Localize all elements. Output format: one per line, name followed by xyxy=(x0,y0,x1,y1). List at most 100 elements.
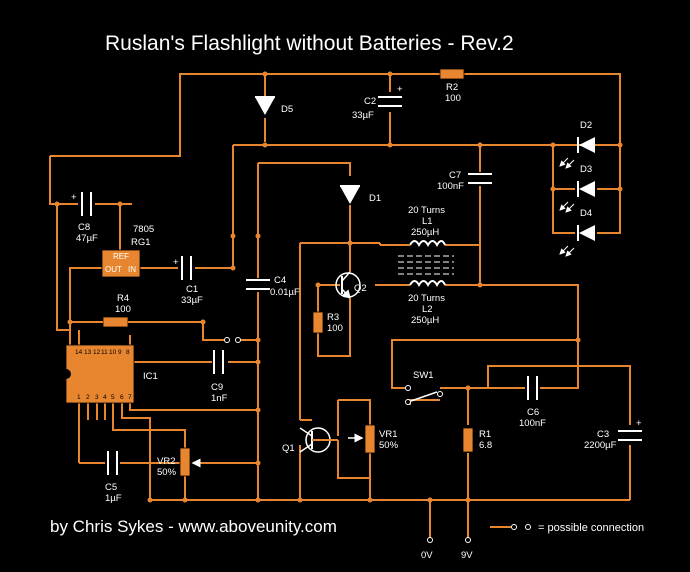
c6-value: 100nF xyxy=(519,418,546,429)
c3-polarity: + xyxy=(636,418,642,429)
svg-text:2: 2 xyxy=(86,394,90,401)
svg-text:4: 4 xyxy=(103,394,107,401)
c4-value: 0.01µF xyxy=(270,287,300,298)
c8-value: 47µF xyxy=(76,233,98,244)
resistor-r4: R4 100 xyxy=(85,293,145,328)
capacitor-c2: + C2 33µF xyxy=(352,84,403,121)
svg-text:10: 10 xyxy=(109,349,117,356)
vr2-ref: VR2 xyxy=(157,456,175,467)
svg-text:5: 5 xyxy=(111,394,115,401)
c3-ref: C3 xyxy=(597,429,609,440)
c5-ref: C5 xyxy=(105,482,117,493)
c1-polarity: + xyxy=(173,257,179,268)
legend-possible-connection: = possible connection xyxy=(490,522,644,534)
ic-ic1: 14 13 12 11 10 9 8 1 2 3 4 5 6 7 IC1 xyxy=(65,344,158,404)
l1-ref: L1 xyxy=(422,216,433,227)
led-d3: D3 xyxy=(559,164,595,213)
diode-d1: D1 xyxy=(340,185,381,204)
d1-ref: D1 xyxy=(369,193,381,204)
r4-value: 100 xyxy=(115,304,131,315)
svg-text:1: 1 xyxy=(77,394,81,401)
c9-value: 1nF xyxy=(211,393,228,404)
junction-dots xyxy=(54,71,623,503)
led-d4: D4 xyxy=(559,208,595,257)
r1-ref: R1 xyxy=(479,429,491,440)
svg-text:8: 8 xyxy=(126,349,130,356)
r2-value: 100 xyxy=(445,93,461,104)
c1-ref: C1 xyxy=(186,284,198,295)
capacitor-c4: C4 0.01µF xyxy=(246,275,300,298)
ic1-pins-bottom: 1 2 3 4 5 6 7 xyxy=(77,394,132,401)
svg-text:3: 3 xyxy=(95,394,99,401)
q1-ref: Q1 xyxy=(282,443,295,454)
c2-ref: C2 xyxy=(364,96,376,107)
transistor-q2: Q2 xyxy=(335,266,367,302)
d5-ref: D5 xyxy=(281,104,293,115)
inductor-core xyxy=(398,255,454,275)
svg-text:7: 7 xyxy=(128,394,132,401)
vr1-value: 50% xyxy=(379,440,399,451)
svg-text:11: 11 xyxy=(101,349,108,356)
possible-connection-top xyxy=(224,337,241,343)
terminal-9v-label: 9V xyxy=(461,550,473,561)
led-d2: D2 xyxy=(559,120,595,169)
capacitor-c5: C5 1µF xyxy=(105,451,122,504)
capacitor-c6: C6 100nF xyxy=(519,376,546,429)
q2-ref: Q2 xyxy=(354,283,367,294)
l1-value: 250µH xyxy=(411,227,439,238)
resistor-r3: R3 100 xyxy=(312,311,343,334)
rg1-out-pin: OUT xyxy=(105,265,122,274)
terminal-9v: 9V xyxy=(461,537,473,561)
transistor-q1: Q1 xyxy=(282,427,338,454)
capacitor-c9: C9 1nF xyxy=(211,350,228,404)
r1-value: 6.8 xyxy=(479,440,492,451)
svg-text:12: 12 xyxy=(93,349,101,356)
vr2-value: 50% xyxy=(157,467,177,478)
c8-polarity: + xyxy=(71,192,77,203)
rg1-part: 7805 xyxy=(133,224,154,235)
c7-ref: C7 xyxy=(449,170,461,181)
svg-text:14: 14 xyxy=(75,349,83,356)
d3-ref: D3 xyxy=(580,164,592,175)
c6-ref: C6 xyxy=(527,407,539,418)
capacitor-c3: + C3 2200µF xyxy=(584,418,642,451)
footer-credit: by Chris Sykes - www.aboveunity.com xyxy=(50,517,337,536)
l1-turns: 20 Turns xyxy=(408,205,445,216)
c7-value: 100nF xyxy=(437,181,464,192)
rg1-ref-pin: REF xyxy=(113,252,129,261)
r3-value: 100 xyxy=(327,323,343,334)
capacitor-c8: + C8 47µF xyxy=(71,192,98,244)
legend-text: = possible connection xyxy=(538,522,644,534)
r3-ref: R3 xyxy=(327,312,339,323)
regulator-rg1: REF OUT IN 7805 RG1 xyxy=(101,224,154,278)
potentiometer-vr1: VR1 50% xyxy=(348,424,399,454)
c8-ref: C8 xyxy=(78,222,90,233)
page-title: Ruslan's Flashlight without Batteries - … xyxy=(105,32,514,55)
switch-sw1: SW1 xyxy=(405,370,443,405)
l2-ref: L2 xyxy=(422,304,433,315)
resistor-r2: R2 100 xyxy=(439,68,465,104)
rg1-ref: RG1 xyxy=(131,237,151,248)
c2-polarity: + xyxy=(397,84,403,95)
l2-value: 250µH xyxy=(411,315,439,326)
c9-ref: C9 xyxy=(211,382,223,393)
diode-d5: D5 xyxy=(255,96,293,115)
svg-text:13: 13 xyxy=(84,349,92,356)
rg1-in-pin: IN xyxy=(128,265,136,274)
svg-text:9: 9 xyxy=(118,349,122,356)
d2-ref: D2 xyxy=(580,120,592,131)
c5-value: 1µF xyxy=(105,493,122,504)
inductor-l2: 20 Turns L2 250µH xyxy=(408,280,446,326)
l2-turns: 20 Turns xyxy=(408,293,445,304)
terminal-0v: 0V xyxy=(421,537,433,561)
c2-value: 33µF xyxy=(352,110,374,121)
potentiometer-vr2: VR2 50% xyxy=(157,447,201,478)
ic1-ref: IC1 xyxy=(143,371,158,382)
svg-text:6: 6 xyxy=(120,394,124,401)
capacitor-c7: C7 100nF xyxy=(437,170,492,192)
c1-value: 33µF xyxy=(181,295,203,306)
capacitor-c1: + C1 33µF xyxy=(173,256,203,306)
ic1-pins-top: 14 13 12 11 10 9 8 xyxy=(75,349,130,356)
c3-value: 2200µF xyxy=(584,440,617,451)
c4-ref: C4 xyxy=(274,275,286,286)
